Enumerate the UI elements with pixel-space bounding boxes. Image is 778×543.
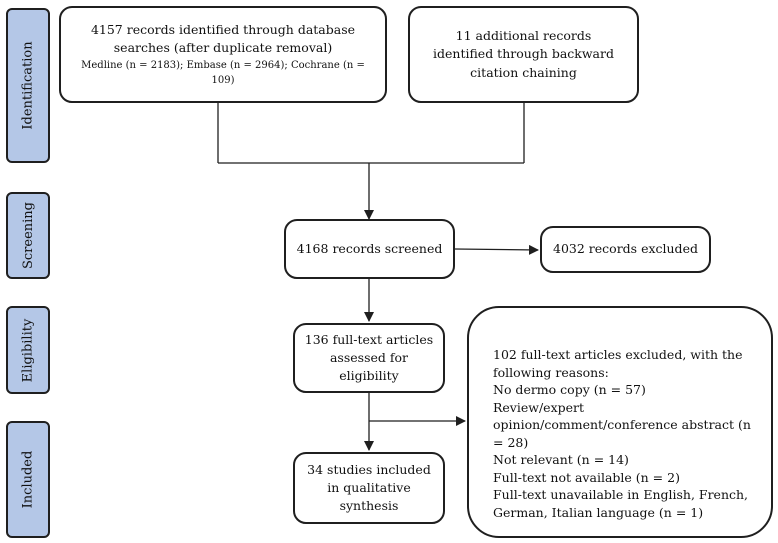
excluded-screening-box: 4032 records excluded — [540, 226, 711, 273]
excluded-screening-text: 4032 records excluded — [553, 241, 698, 257]
phase-label-eligibility: Eligibility — [20, 318, 36, 382]
phase-screening: Screening — [6, 192, 50, 279]
phase-label-identification: Identification — [20, 41, 36, 130]
exclusion-reason: Review/expert opinion/comment/conference… — [493, 399, 751, 450]
exclusion-reason: Full-text unavailable in English, French… — [493, 487, 749, 520]
exclusion-reason: Full-text not available (n = 2) — [493, 469, 680, 485]
exclusion-reasons-box: 102 full-text articles excluded, with th… — [467, 306, 773, 538]
additional-records-box: 11 additional records identified through… — [408, 6, 639, 103]
phase-included: Included — [6, 421, 50, 538]
database-records-text: 4157 records identified through database… — [90, 21, 356, 55]
fulltext-assessed-text: 136 full-text articles assessed for elig… — [304, 331, 434, 384]
database-records-box: 4157 records identified through database… — [59, 6, 387, 103]
fulltext-assessed-box: 136 full-text articles assessed for elig… — [293, 323, 445, 393]
phase-identification: Identification — [6, 8, 50, 163]
phase-label-included: Included — [20, 450, 36, 509]
phase-label-screening: Screening — [20, 201, 36, 270]
arrow-to-excluded — [454, 244, 539, 255]
exclusion-reason: Not relevant (n = 14) — [493, 452, 629, 467]
included-studies-box: 34 studies included in qualitative synth… — [293, 452, 445, 524]
screened-box: 4168 records screened — [284, 219, 455, 279]
screened-text: 4168 records screened — [296, 240, 443, 256]
additional-records-text: 11 additional records identified through… — [433, 28, 614, 80]
exclusion-reason: No dermo copy (n = 57) — [493, 382, 646, 397]
included-studies-text: 34 studies included in qualitative synth… — [307, 461, 431, 514]
database-breakdown-text: Medline (n = 2183); Embase (n = 2964); C… — [81, 60, 365, 86]
exclusion-heading: 102 full-text articles excluded, with th… — [493, 347, 743, 380]
phase-eligibility: Eligibility — [6, 306, 50, 394]
